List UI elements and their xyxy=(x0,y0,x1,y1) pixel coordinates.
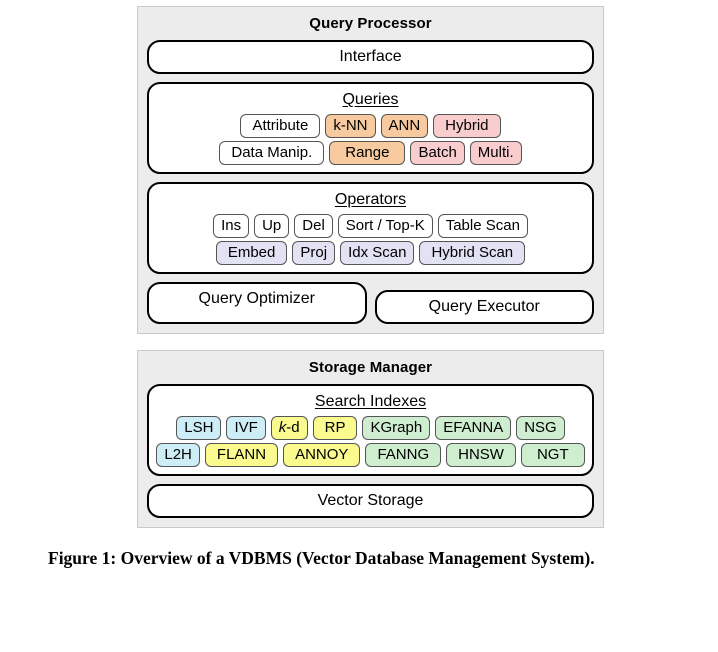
chip-kd-suffix: -d xyxy=(286,419,300,436)
chip-ngt: NGT xyxy=(520,443,585,467)
box-search-indexes: Search Indexes LSH IVF k-d RP KGraph EFA… xyxy=(147,384,594,476)
chip-rp: RP xyxy=(312,416,358,440)
operators-row-2: Embed Proj Idx Scan Hybrid Scan xyxy=(157,241,584,265)
box-operators: Operators Ins Up Del Sort / Top-K Table … xyxy=(147,182,594,274)
chip-hnsw: HNSW xyxy=(446,443,516,467)
optimizer-executor-row: Query Optimizer Query Executor xyxy=(147,282,594,324)
operators-row-1: Ins Up Del Sort / Top-K Table Scan xyxy=(157,214,584,238)
box-query-optimizer-label: Query Optimizer xyxy=(198,290,315,307)
chip-flann: FLANN xyxy=(204,443,279,467)
chip-ann: ANN xyxy=(380,114,429,138)
chip-kd-italic-k: k xyxy=(278,419,287,436)
chip-multi: Multi. xyxy=(469,141,522,165)
panel-title-storage-manager: Storage Manager xyxy=(308,359,433,376)
chip-nsg: NSG xyxy=(516,416,565,440)
vdbms-architecture-diagram: Query Processor Interface Queries Attrib… xyxy=(137,6,604,528)
chip-annoy: ANNOY xyxy=(283,443,361,467)
chip-ivf: IVF xyxy=(226,416,266,440)
box-operators-heading: Operators xyxy=(334,191,407,208)
box-query-optimizer: Query Optimizer xyxy=(147,282,367,324)
box-queries-heading: Queries xyxy=(342,91,399,108)
panel-query-processor: Query Processor Interface Queries Attrib… xyxy=(137,6,604,334)
figure-caption: Figure 1: Overview of a VDBMS (Vector Da… xyxy=(48,548,595,568)
chip-ins: Ins xyxy=(213,214,250,238)
box-query-executor: Query Executor xyxy=(374,290,594,324)
chip-hybrid-scan: Hybrid Scan xyxy=(419,241,526,265)
search-indexes-row-1: LSH IVF k-d RP KGraph EFANNA NSG xyxy=(157,416,584,440)
chip-l2h: L2H xyxy=(156,443,200,467)
chip-proj: Proj xyxy=(292,241,336,265)
panel-title-query-processor: Query Processor xyxy=(309,15,432,32)
chip-table-scan: Table Scan xyxy=(437,214,528,238)
chip-data-manip: Data Manip. xyxy=(219,141,325,165)
box-query-executor-label: Query Executor xyxy=(428,298,540,315)
chip-hybrid: Hybrid xyxy=(433,114,501,138)
box-interface: Interface xyxy=(147,40,594,74)
chip-attribute: Attribute xyxy=(240,114,321,138)
queries-row-2: Data Manip. Range Batch Multi. xyxy=(157,141,584,165)
chip-batch: Batch xyxy=(410,141,465,165)
chip-sort-topk: Sort / Top-K xyxy=(337,214,433,238)
chip-range: Range xyxy=(329,141,406,165)
box-queries: Queries Attribute k-NN ANN Hybrid Data M… xyxy=(147,82,594,174)
chip-embed: Embed xyxy=(215,241,288,265)
queries-row-1: Attribute k-NN ANN Hybrid xyxy=(157,114,584,138)
box-vector-storage: Vector Storage xyxy=(147,484,594,518)
box-vector-storage-label: Vector Storage xyxy=(317,492,424,509)
chip-up: Up xyxy=(254,214,290,238)
box-search-indexes-heading: Search Indexes xyxy=(314,393,427,410)
chip-efanna: EFANNA xyxy=(435,416,512,440)
chip-idx-scan: Idx Scan xyxy=(340,241,415,265)
search-indexes-row-2: L2H FLANN ANNOY FANNG HNSW NGT xyxy=(156,443,585,467)
chip-kd: k-d xyxy=(270,416,308,440)
chip-fanng: FANNG xyxy=(365,443,442,467)
chip-lsh: LSH xyxy=(176,416,222,440)
panel-storage-manager: Storage Manager Search Indexes LSH IVF k… xyxy=(137,350,604,528)
chip-knn: k-NN xyxy=(325,114,376,138)
chip-del: Del xyxy=(294,214,333,238)
chip-kgraph: KGraph xyxy=(362,416,431,440)
box-interface-label: Interface xyxy=(339,48,402,65)
